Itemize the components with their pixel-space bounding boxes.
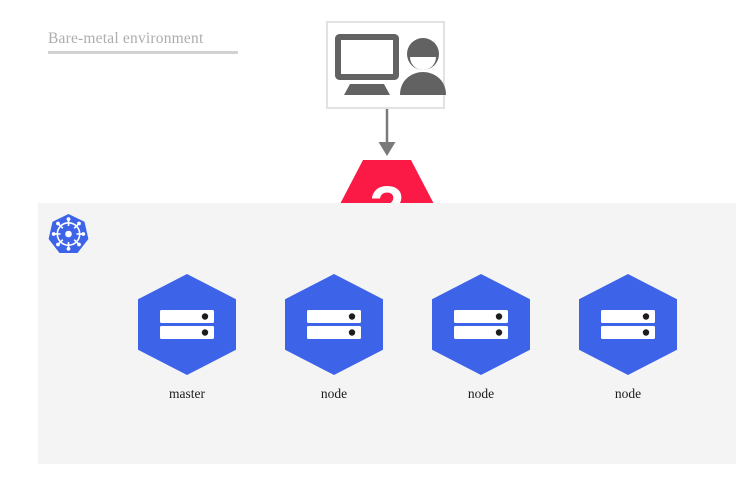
cluster-node-worker-2[interactable] <box>432 274 530 375</box>
person-icon <box>400 38 446 95</box>
node-hexagon-icon <box>432 274 530 375</box>
client-box <box>326 21 446 109</box>
server-rack-icon <box>454 310 508 339</box>
node-hexagon-icon <box>579 274 677 375</box>
page-title: Bare-metal environment <box>48 30 204 47</box>
cluster-node-master[interactable] <box>138 274 236 375</box>
node-hexagon-icon <box>285 274 383 375</box>
cluster-node-worker-1[interactable] <box>285 274 383 375</box>
server-rack-icon <box>307 310 361 339</box>
monitor-icon <box>335 34 399 95</box>
down-arrow-icon <box>378 109 396 156</box>
page-title-underline <box>48 51 238 54</box>
node-label-master: master <box>169 386 205 401</box>
node-label-worker-2: node <box>467 386 495 401</box>
cluster-node-worker-3[interactable] <box>579 274 677 375</box>
node-label-worker-3: node <box>614 386 642 401</box>
kubernetes-logo <box>48 214 89 253</box>
node-hexagon-icon <box>138 274 236 375</box>
computer-user-icon <box>335 34 446 95</box>
server-rack-icon <box>160 310 214 339</box>
server-rack-icon <box>601 310 655 339</box>
node-label-worker-1: node <box>320 386 348 401</box>
